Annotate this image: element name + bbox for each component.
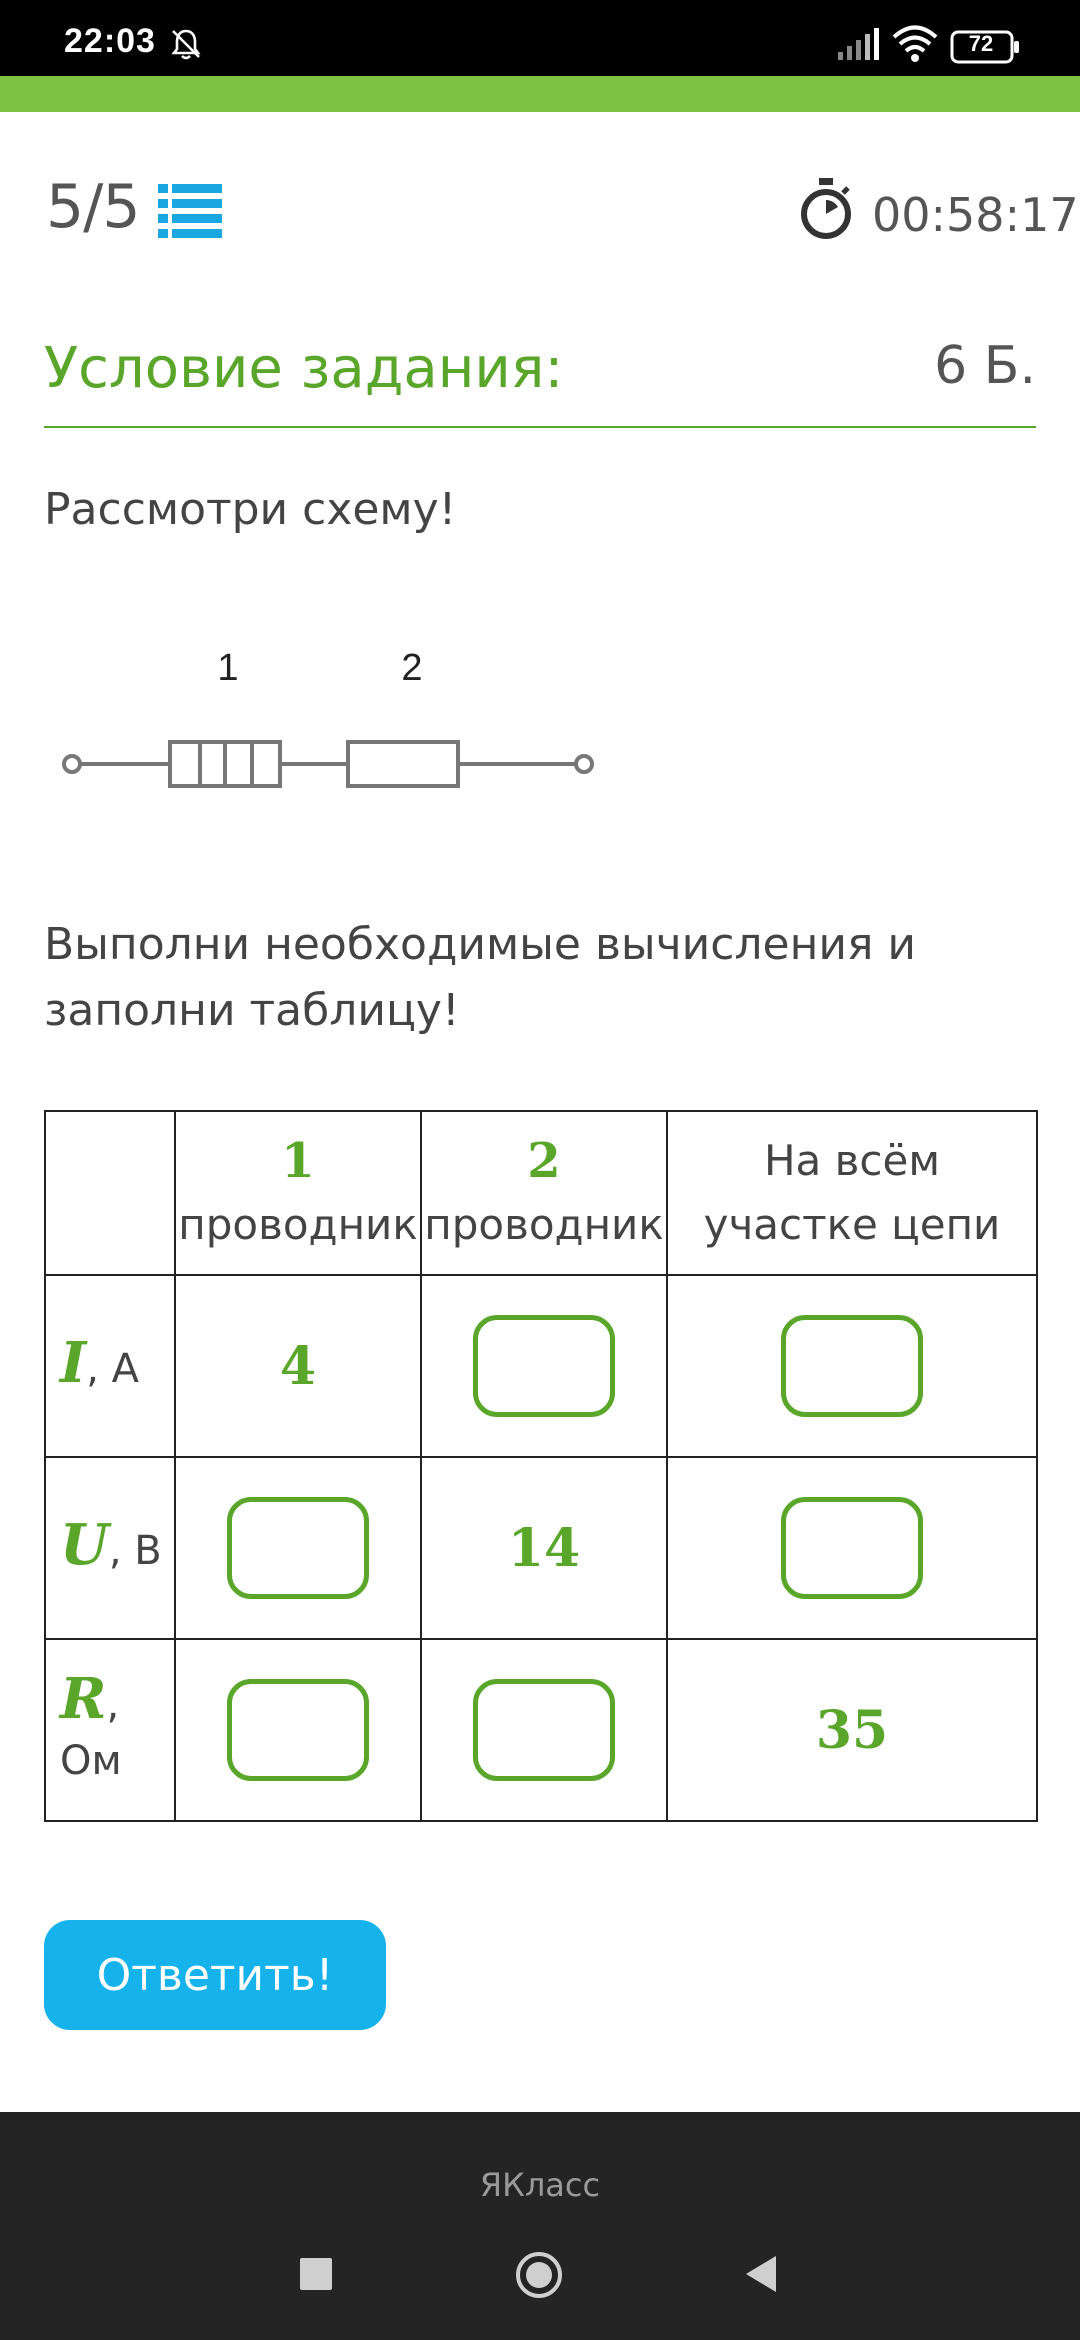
resistor-1-label: 1 [217, 647, 238, 689]
task-instruction: Рассмотри схему! [44, 484, 457, 535]
battery-level: 72 [968, 31, 994, 56]
task-instruction-2: Выполни необходимые вычисления и заполни… [44, 919, 917, 1036]
answer-input-current-2[interactable] [473, 1315, 615, 1417]
brand-label: ЯКласс [479, 2166, 601, 2204]
task-title: Условие задания: [44, 336, 564, 401]
signal-icon [838, 28, 879, 60]
cell-resistance-2 [420, 1638, 668, 1822]
table-row-resistance: R, Ом 35 [44, 1638, 1038, 1822]
home-icon[interactable] [514, 2250, 564, 2300]
task-points: 6 Б. [934, 336, 1036, 396]
row-header-resistance: R, Ом [44, 1638, 176, 1822]
resistor-2-label: 2 [401, 647, 422, 689]
cell-current-2 [420, 1274, 668, 1458]
cell-current-1: 4 [174, 1274, 422, 1458]
cell-voltage-2: 14 [420, 1456, 668, 1640]
bell-muted-icon [171, 29, 201, 60]
back-icon[interactable] [740, 2252, 780, 2296]
battery-icon [950, 30, 1019, 64]
row-header-current: I, А [44, 1274, 176, 1458]
cell-voltage-1 [174, 1456, 422, 1640]
cell-resistance-total: 35 [666, 1638, 1038, 1822]
answer-input-current-total[interactable] [781, 1315, 923, 1417]
status-bar: 22:03 72 [0, 0, 1080, 76]
status-time: 22:03 [64, 22, 156, 60]
answer-input-voltage-1[interactable] [227, 1497, 369, 1599]
table-row-voltage: U, В 14 [44, 1456, 1038, 1640]
answer-input-resistance-1[interactable] [227, 1679, 369, 1781]
resistor-2 [346, 740, 460, 788]
table-row-current: I, А 4 [44, 1274, 1038, 1458]
list-icon[interactable] [158, 182, 222, 240]
cell-current-total [666, 1274, 1038, 1458]
cell-voltage-total [666, 1456, 1038, 1640]
top-accent-band [0, 76, 1080, 112]
divider [44, 426, 1036, 428]
wifi-icon [892, 25, 938, 62]
row-header-voltage: U, В [44, 1456, 176, 1640]
submit-button[interactable]: Ответить! [44, 1920, 386, 2030]
stopwatch-icon [801, 178, 851, 239]
col-header-total: На всём участке цепи [666, 1110, 1038, 1276]
recent-apps-icon[interactable] [300, 2258, 332, 2290]
answer-input-resistance-2[interactable] [473, 1679, 615, 1781]
table-corner [44, 1110, 176, 1276]
question-progress: 5/5 [46, 172, 141, 242]
cell-resistance-1 [174, 1638, 422, 1822]
answer-input-voltage-total[interactable] [781, 1497, 923, 1599]
timer: 00:58:17 [872, 188, 1079, 242]
circuit-diagram: 1 2 [62, 647, 594, 788]
bottom-navigation-bar [0, 2112, 1080, 2340]
